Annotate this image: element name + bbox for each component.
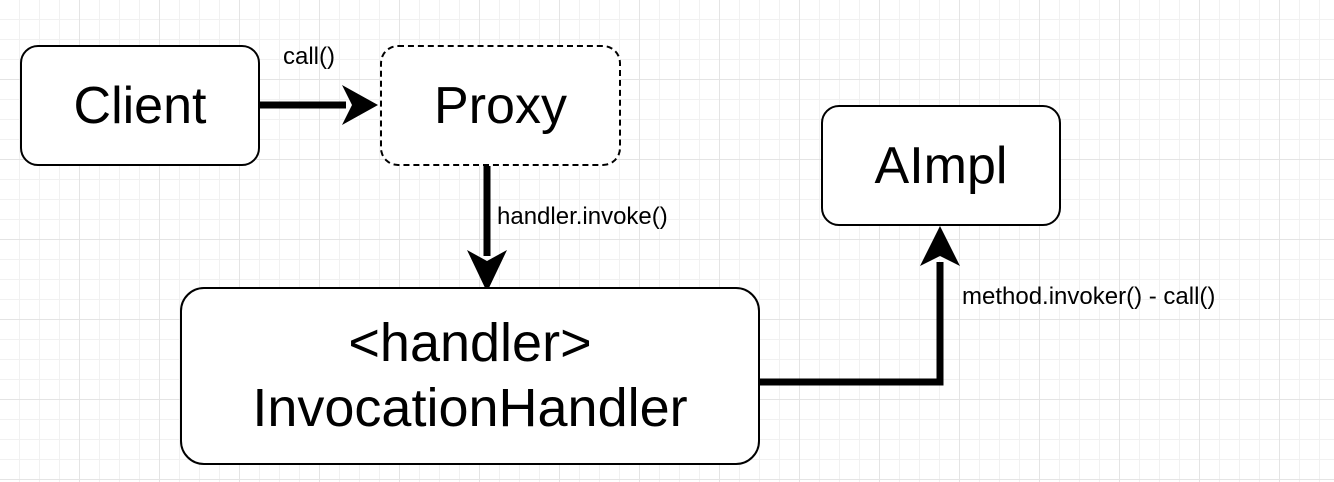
proxy-node[interactable]: Proxy: [380, 45, 621, 166]
edge-label-call: call(): [283, 43, 335, 70]
handler-label-line2: InvocationHandler: [252, 378, 688, 438]
edge-label-handler-invoke: handler.invoke(): [497, 203, 668, 230]
aimpl-node[interactable]: AImpl: [821, 105, 1061, 226]
edge-client-to-proxy: [260, 85, 378, 125]
invocation-handler-node[interactable]: <handler> InvocationHandler: [180, 287, 760, 465]
edge-label-method-invoker: method.invoker() - call(): [962, 283, 1216, 310]
client-node[interactable]: Client: [20, 45, 260, 166]
edge-handler-to-aimpl: [760, 226, 960, 386]
proxy-label: Proxy: [434, 76, 567, 135]
edge-proxy-to-handler: [467, 166, 507, 292]
aimpl-label: AImpl: [874, 136, 1008, 195]
client-label: Client: [73, 76, 207, 135]
handler-label-line1: <handler>: [348, 313, 592, 374]
